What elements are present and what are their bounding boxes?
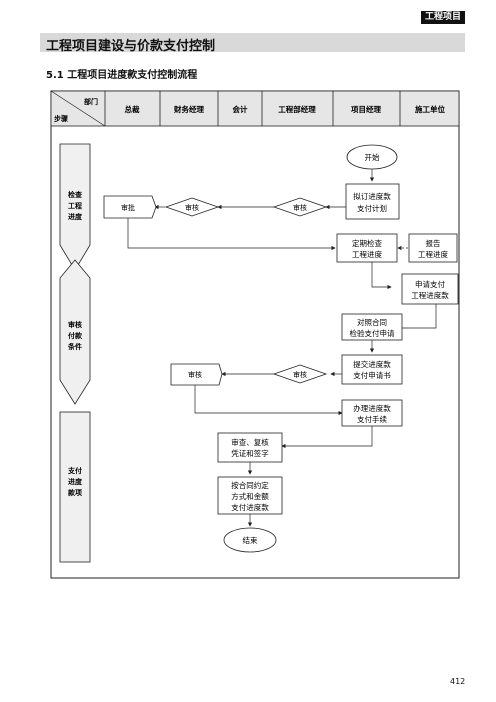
node-handle-procedures: 办理进度款 支付手续 xyxy=(341,399,403,427)
node-contract-check: 对照合同 检验支付申请 xyxy=(341,313,403,341)
svg-text:提交进度款: 提交进度款 xyxy=(353,359,391,369)
svg-text:条件: 条件 xyxy=(67,342,82,351)
node-review-finance-1: 审核 xyxy=(164,197,220,217)
svg-text:对照合同: 对照合同 xyxy=(357,317,387,327)
node-pay-progress-funds: 按合同约定 方式和金额 支付进度款 xyxy=(217,476,283,515)
corner-step-label: 步骤 xyxy=(54,114,68,123)
svg-text:支付进度款: 支付进度款 xyxy=(231,502,269,512)
node-review-pm-1: 审核 xyxy=(272,197,328,217)
svg-text:付款: 付款 xyxy=(68,331,83,340)
svg-text:工程进度: 工程进度 xyxy=(352,249,382,259)
svg-text:拟订进度款: 拟订进度款 xyxy=(353,191,391,201)
svg-text:审核: 审核 xyxy=(68,320,82,329)
svg-text:支付计划: 支付计划 xyxy=(357,203,387,213)
node-verify-vouchers: 审查、复核 凭证和签字 xyxy=(217,432,283,463)
svg-text:审查、复核: 审查、复核 xyxy=(231,437,269,447)
node-report-progress: 报告 工程进度 xyxy=(408,233,458,263)
dept-header-finance-manager: 财务经理 xyxy=(173,104,204,114)
page-number: 412 xyxy=(450,677,466,686)
node-end: 结束 xyxy=(223,527,277,553)
svg-text:报告: 报告 xyxy=(426,238,441,248)
stage-pay-progress-funds: 支付 进度 款项 xyxy=(59,411,91,563)
connectors xyxy=(127,169,437,527)
svg-text:支付: 支付 xyxy=(67,466,82,475)
node-review-pm-2: 审核 xyxy=(272,364,328,384)
node-approve-ceo: 审批 xyxy=(103,195,157,219)
subsection-title: 5.1 工程项目进度款支付控制流程 xyxy=(46,70,198,81)
svg-text:定期检查: 定期检查 xyxy=(352,238,382,248)
svg-text:开始: 开始 xyxy=(365,152,380,162)
svg-text:审核: 审核 xyxy=(185,203,199,212)
svg-text:检验支付申请: 检验支付申请 xyxy=(350,328,395,338)
node-apply-payment: 申请支付 工程进度款 xyxy=(401,273,459,305)
svg-text:进度: 进度 xyxy=(68,477,83,486)
svg-text:结束: 结束 xyxy=(243,535,258,545)
dept-header-contractor: 施工单位 xyxy=(415,104,445,114)
svg-text:凭证和签字: 凭证和签字 xyxy=(231,448,269,458)
dept-header-engineering-manager: 工程部经理 xyxy=(278,104,316,114)
stage-check-progress: 检查 工程 进度 xyxy=(59,143,91,271)
svg-text:办理进度款: 办理进度款 xyxy=(353,403,391,413)
node-inspect-progress: 定期检查 工程进度 xyxy=(336,233,398,263)
svg-text:支付申请书: 支付申请书 xyxy=(353,370,391,380)
svg-text:审批: 审批 xyxy=(121,203,135,212)
svg-text:支付手续: 支付手续 xyxy=(357,414,387,424)
svg-text:款项: 款项 xyxy=(68,488,82,497)
dept-header-project-manager: 项目经理 xyxy=(351,104,381,114)
header-tag: 工程项目 xyxy=(421,11,465,24)
svg-text:进度: 进度 xyxy=(68,212,83,221)
dept-header-ceo: 总裁 xyxy=(125,104,140,114)
svg-text:检查: 检查 xyxy=(68,190,83,199)
node-draft-payment-plan: 拟订进度款 支付计划 xyxy=(345,183,400,220)
node-start: 开始 xyxy=(346,144,398,170)
svg-text:审核: 审核 xyxy=(293,370,307,379)
svg-text:审核: 审核 xyxy=(293,203,307,212)
corner-dept-label: 部门 xyxy=(84,97,98,106)
svg-text:方式和金额: 方式和金额 xyxy=(231,491,269,501)
svg-text:审核: 审核 xyxy=(188,370,202,379)
node-submit-application: 提交进度款 支付申请书 xyxy=(341,354,403,385)
svg-text:申请支付: 申请支付 xyxy=(415,279,445,289)
flowchart: 部门 步骤 总裁 财务经理 会计 工程部经理 项目经理 施工单位 检查 工程 进… xyxy=(50,90,460,579)
svg-text:按合同约定: 按合同约定 xyxy=(231,480,269,490)
section-title: 工程项目建设与价款支付控制 xyxy=(46,39,216,54)
department-header: 部门 步骤 总裁 财务经理 会计 工程部经理 项目经理 施工单位 xyxy=(50,90,460,127)
svg-text:工程进度: 工程进度 xyxy=(418,249,448,259)
stage-review-payment-conditions: 审核 付款 条件 xyxy=(59,259,91,405)
svg-text:工程进度款: 工程进度款 xyxy=(411,290,449,300)
svg-text:工程: 工程 xyxy=(68,201,82,210)
dept-header-accountant: 会计 xyxy=(233,104,248,114)
section-title-bar: 工程项目建设与价款支付控制 xyxy=(40,33,465,54)
node-review-finance-2: 审核 xyxy=(170,363,223,386)
